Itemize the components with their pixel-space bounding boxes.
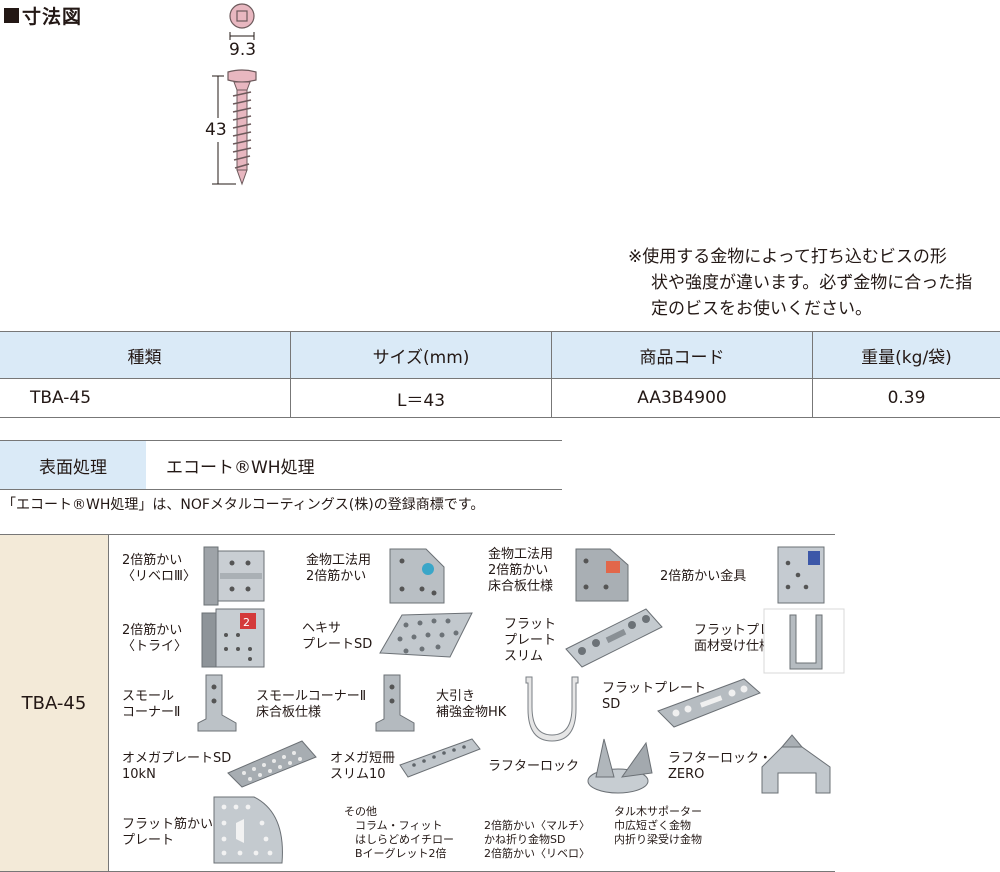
hardware-photo: [520, 673, 584, 745]
header-size: サイズ(mm): [291, 332, 552, 379]
hardware-photo: [754, 733, 836, 801]
screw-dimension-drawing: [200, 0, 290, 190]
hardware-label: ヘキサ プレートSD: [302, 621, 372, 653]
hardware-photo: 2: [200, 605, 268, 671]
usage-note-line: 状や強度が違います。必ず金物に合った指: [628, 270, 1000, 296]
hardware-label: タル木サポーター 巾広短ざく金物 内折り梁受け金物: [614, 805, 702, 847]
hardware-photo: [572, 543, 634, 607]
hardware-label: スモールコーナーⅡ 床合板仕様: [256, 689, 366, 721]
cell-product-code: AA3B4900: [552, 379, 813, 418]
hardware-label: その他 コラム・フィット はしらどめイチロー Bイーグレット2倍: [344, 805, 454, 861]
spec-table: 種類 サイズ(mm) 商品コード 重量(kg/袋) TBA-45 L＝43 AA…: [0, 331, 1000, 418]
applicable-hardware-panel: TBA-45 2倍筋かい 〈リベロⅢ〉 金物工法用 2倍筋かい 金物工法用 2倍…: [0, 534, 835, 872]
screw-head-top-view: [230, 4, 254, 28]
hardware-photo: [760, 605, 846, 675]
screw-head-side: [228, 70, 256, 82]
head-diameter-label: 9.3: [229, 40, 256, 60]
hardware-photo: [386, 543, 450, 609]
length-label: 43: [205, 120, 227, 140]
hardware-label: 金物工法用 2倍筋かい: [306, 553, 371, 585]
hardware-photo: [580, 733, 666, 799]
hardware-photo: [774, 543, 828, 607]
hardware-photo: [224, 737, 320, 791]
hardware-label: ラフターロック: [488, 759, 579, 775]
hardware-photo: [376, 609, 476, 665]
spec-table-header-row: 種類 サイズ(mm) 商品コード 重量(kg/袋): [0, 332, 1000, 379]
hardware-label: オメガプレートSD 10kN: [122, 751, 231, 783]
hardware-label: 大引き 補強金物HK: [436, 689, 506, 721]
hardware-photo: [562, 605, 666, 671]
table-row: TBA-45 L＝43 AA3B4900 0.39: [0, 379, 1000, 418]
usage-note-line: ※使用する金物によって打ち込むビスの形: [628, 244, 1000, 270]
hardware-label: 2倍筋かい金具: [660, 569, 746, 585]
hardware-photo: [396, 735, 484, 781]
usage-note: ※使用する金物によって打ち込むビスの形 状や強度が違います。必ず金物に合った指 …: [628, 244, 1000, 322]
surface-treatment-value: エコート®WH処理: [146, 441, 315, 489]
cell-size: L＝43: [291, 379, 552, 418]
badge-text: 2: [243, 616, 250, 629]
hardware-photo: [654, 675, 764, 731]
hardware-model-cell: TBA-45: [0, 535, 109, 871]
header-weight: 重量(kg/袋): [813, 332, 1000, 379]
usage-note-line: 定のビスをお使いください。: [628, 296, 1000, 322]
hardware-photo: [370, 671, 420, 735]
surface-treatment-row: 表面処理 エコート®WH処理: [0, 440, 562, 490]
screw-tip: [237, 170, 247, 184]
cell-type: TBA-45: [0, 379, 291, 418]
header-type: 種類: [0, 332, 291, 379]
hardware-label: 2倍筋かい 〈リベロⅢ〉: [122, 553, 196, 585]
square-bullet-icon: [4, 8, 19, 23]
section-heading: 寸法図: [4, 2, 82, 29]
trademark-note: 「エコート®WH処理」は、NOFメタルコーティングス(株)の登録商標です。: [2, 494, 484, 514]
hardware-photo: [202, 543, 268, 609]
section-heading-text: 寸法図: [22, 2, 82, 29]
hardware-label: 2倍筋かい〈マルチ〉 かね折り金物SD 2倍筋かい〈リベロ〉: [484, 819, 590, 861]
hardware-label: オメガ短冊 スリム10: [330, 751, 395, 783]
hardware-label: フラット プレート スリム: [504, 617, 556, 665]
hardware-label: 金物工法用 2倍筋かい 床合板仕様: [488, 547, 553, 595]
surface-treatment-label: 表面処理: [0, 441, 146, 489]
cell-weight: 0.39: [813, 379, 1000, 418]
hardware-photo: [192, 671, 242, 735]
hardware-label: スモール コーナーⅡ: [122, 689, 180, 721]
header-product-code: 商品コード: [552, 332, 813, 379]
hardware-label: フラット筋かい プレート: [122, 817, 213, 849]
hardware-photo: [210, 793, 290, 867]
hardware-label: 2倍筋かい 〈トライ〉: [122, 623, 187, 655]
